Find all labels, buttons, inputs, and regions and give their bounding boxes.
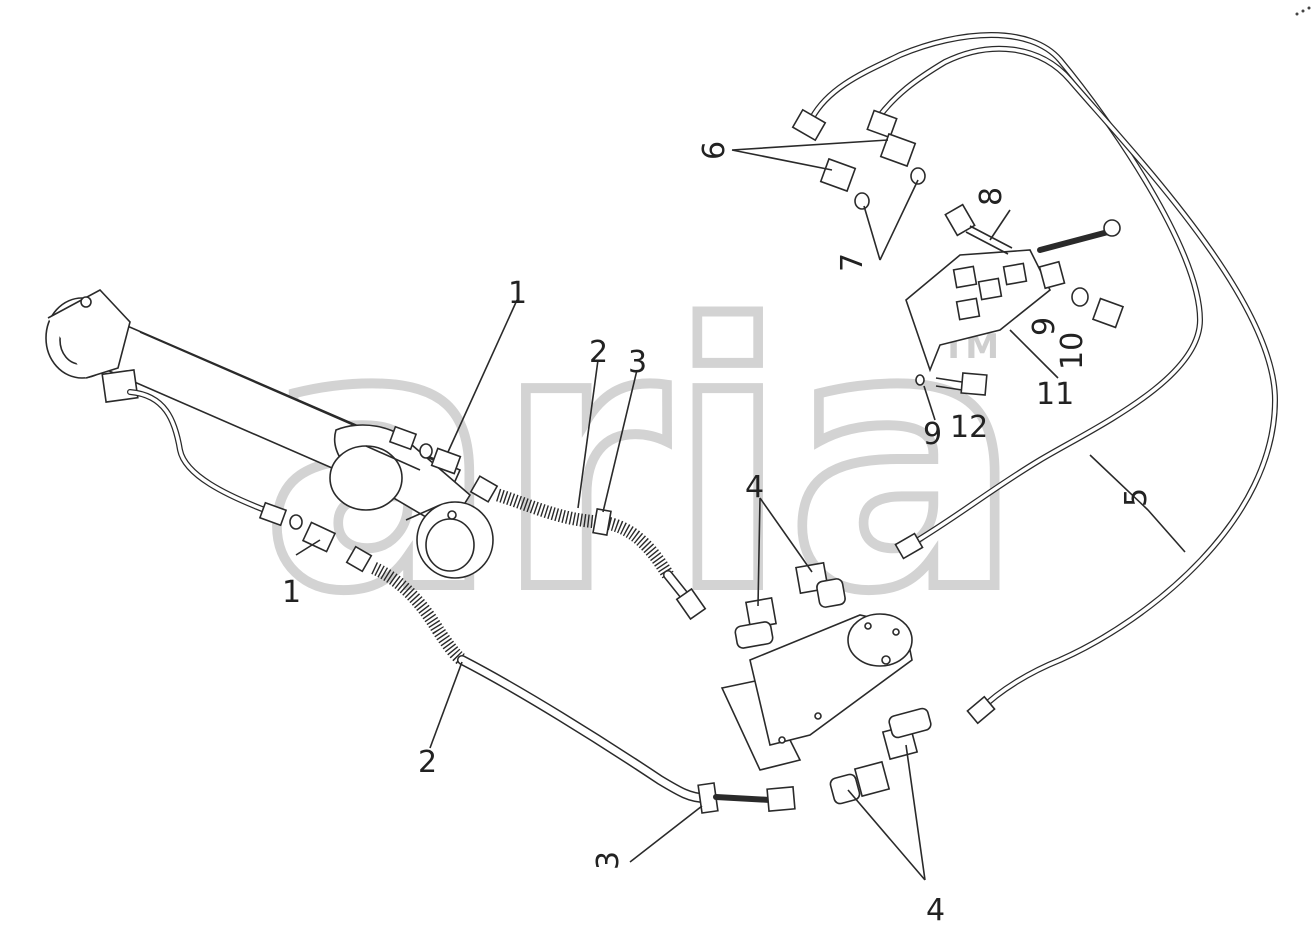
hose-lower [345, 545, 796, 814]
callout-8: 8 [974, 187, 1009, 206]
mounting-bracket-item-11 [905, 219, 1121, 373]
callout-5: 5 [1119, 488, 1154, 507]
callout-labels: 1 1 2 2 3 3 4 4 5 6 7 8 9 9 10 11 12 [282, 141, 1154, 928]
callout-3-upper: 3 [628, 345, 647, 380]
callout-3-lower: 3 [591, 851, 626, 870]
fittings-item-6-7 [819, 132, 926, 210]
bolt-item-12 [915, 372, 988, 396]
callout-1-lower: 1 [282, 575, 301, 610]
cylinder-steel-tube [127, 389, 273, 515]
elbow-fittings-item-4 [734, 561, 932, 805]
hose-upper [469, 475, 707, 621]
callout-11: 11 [1036, 377, 1074, 412]
callout-4-upper: 4 [745, 470, 764, 505]
callout-1-upper: 1 [508, 276, 527, 311]
callout-7: 7 [835, 253, 870, 272]
leader-lines [295, 139, 1186, 881]
fitting-item-1-lower [258, 501, 337, 553]
fitting-item-1-upper [388, 425, 462, 475]
hydraulic-cylinder [45, 289, 494, 579]
callout-9-lower: 9 [923, 417, 942, 452]
callout-4-lower: 4 [926, 893, 945, 928]
bolt-item-8 [944, 203, 1013, 255]
callout-12: 12 [950, 410, 988, 445]
callout-10: 10 [1055, 332, 1090, 370]
callout-2-lower: 2 [418, 745, 437, 780]
callout-9-upper: 9 [1027, 317, 1062, 336]
steel-lines-item-5 [791, 32, 1278, 725]
nut-item-10 [1071, 287, 1125, 329]
callout-2-upper: 2 [589, 335, 608, 370]
corner-mark [1295, 6, 1311, 16]
control-valve-block [720, 613, 913, 771]
callout-6: 6 [697, 141, 732, 160]
